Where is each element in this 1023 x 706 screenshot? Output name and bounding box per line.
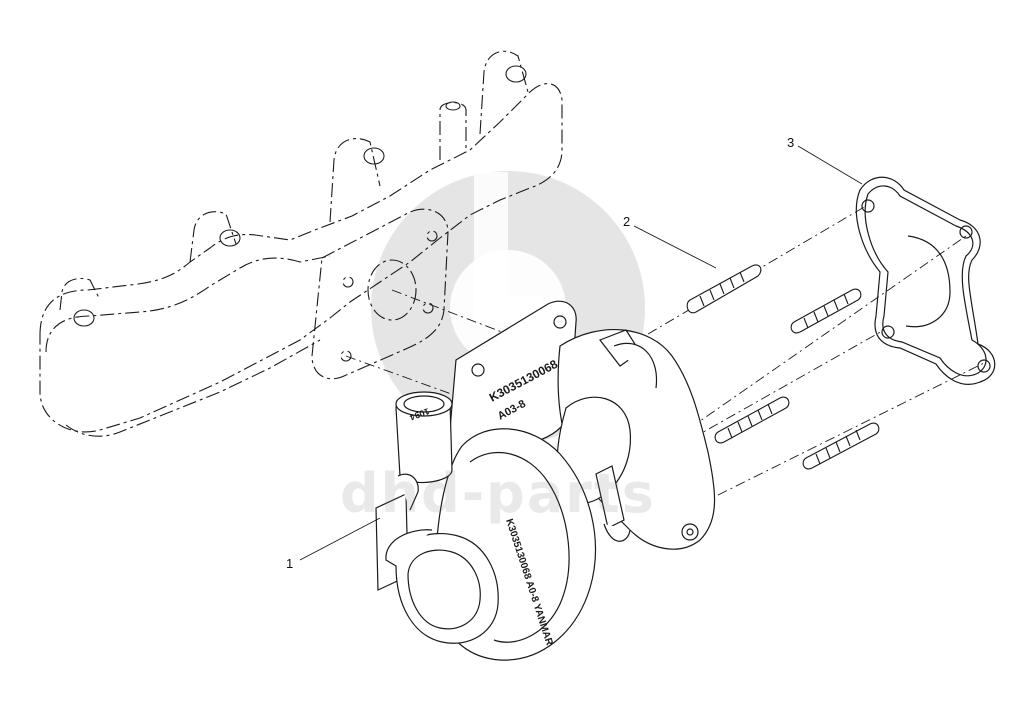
manifold-flange <box>311 208 449 380</box>
callout-item-2: 2 <box>623 214 631 229</box>
gasket <box>855 176 996 385</box>
stud-1 <box>686 264 762 314</box>
callout-leaders <box>299 145 863 561</box>
stud-2 <box>790 288 862 334</box>
stud-4 <box>802 422 880 470</box>
watermark-text: dhd-parts <box>340 462 656 525</box>
studs <box>686 264 880 470</box>
exhaust-manifold <box>39 50 563 437</box>
callout-item-1: 1 <box>286 556 294 571</box>
stud-3 <box>714 396 790 444</box>
manifold-bolt-holes <box>73 65 527 327</box>
turbocharger <box>375 300 716 661</box>
callout-item-3: 3 <box>787 135 795 150</box>
